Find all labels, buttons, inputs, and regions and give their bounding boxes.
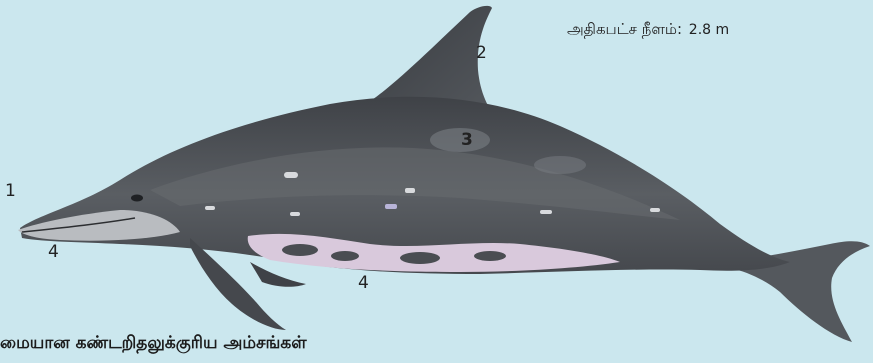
white-scar [205,206,215,210]
white-scar [540,210,552,214]
scar-patch [534,156,586,174]
max-length: அதிகபட்ச நீளம்: 2.8 m [567,20,729,40]
marker-1: 1 [5,183,16,200]
marker-4-belly: 4 [358,275,369,292]
belly-spot [400,252,440,264]
pectoral-fin-rear [250,262,306,287]
caption: மையான கண்டறிதலுக்குரிய அம்சங்கள் [0,333,307,355]
max-length-value: 2.8 m [689,22,729,38]
marker-4-head: 4 [48,244,59,261]
belly-spot [331,251,359,261]
white-scar [385,204,397,209]
white-scar [290,212,300,216]
belly-spot [282,244,318,256]
max-length-label: அதிகபட்ச நீளம் [567,20,677,38]
marker-2: 2 [476,45,487,62]
marker-3: 3 [461,132,473,149]
white-scar [284,172,298,178]
eye [131,195,143,202]
scar-patch [430,128,490,152]
white-scar [650,208,660,212]
white-scar [405,188,415,193]
max-length-separator: : [677,20,682,38]
belly-spot [474,251,506,261]
